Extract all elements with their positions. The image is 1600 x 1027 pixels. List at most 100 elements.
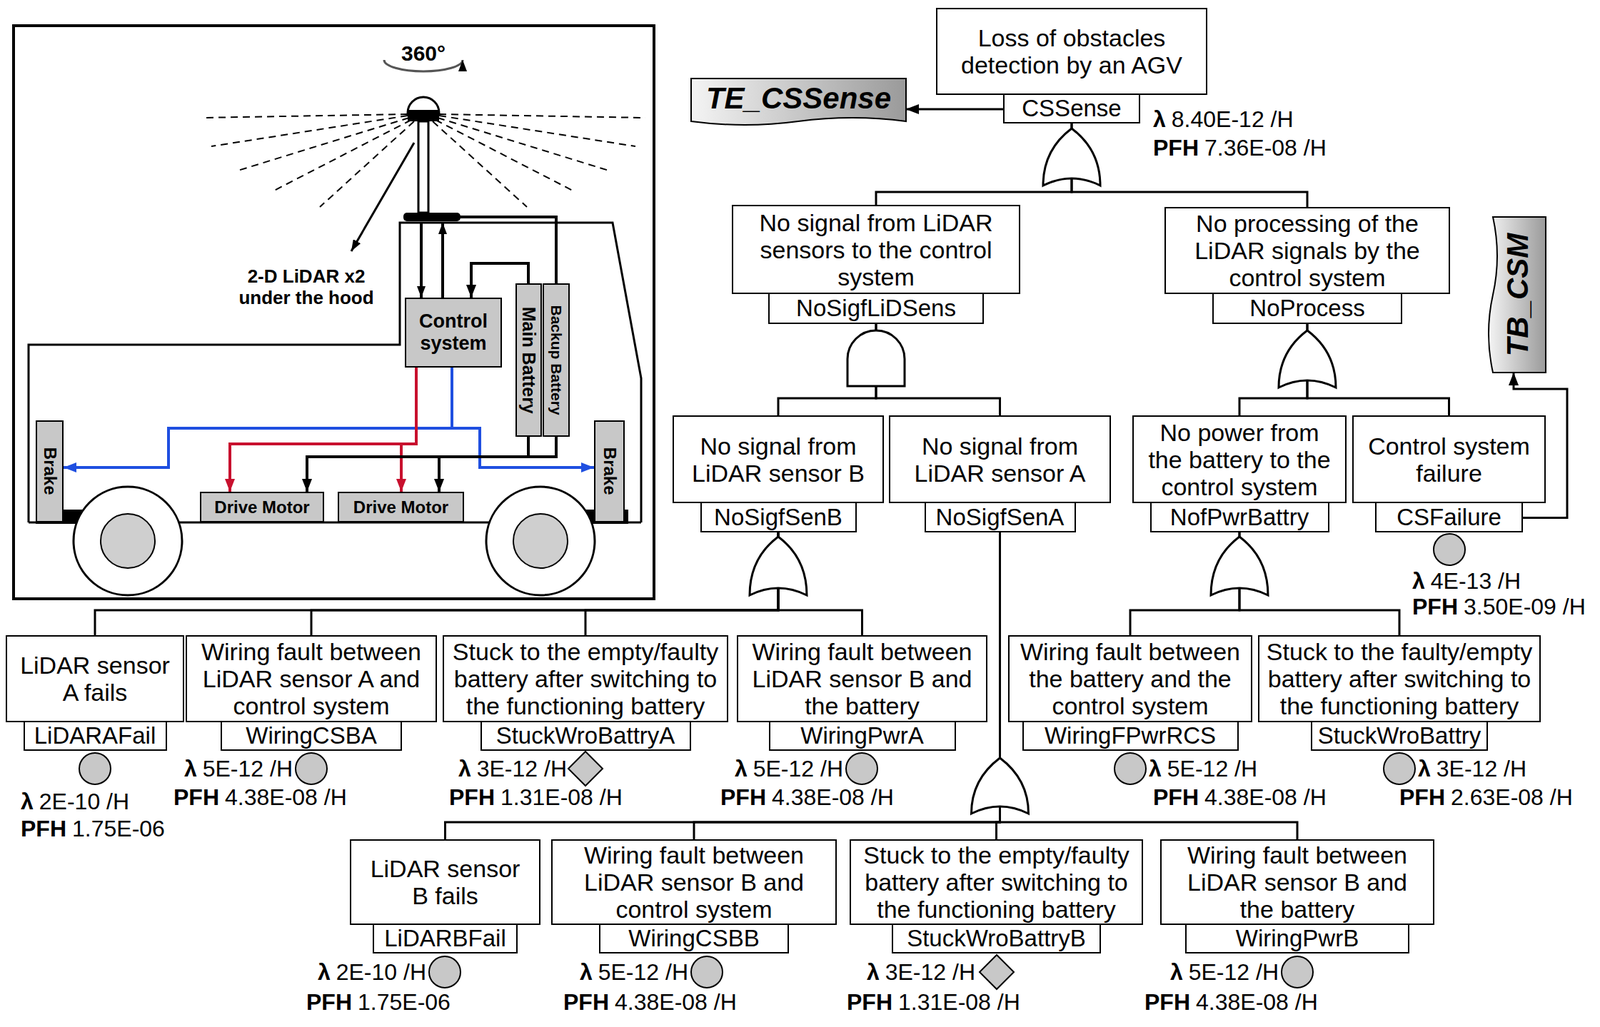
or-gate: [971, 758, 1029, 814]
event-description-box: Stuck to the empty/faulty battery after …: [442, 635, 729, 723]
part-label: Drive Motor: [214, 497, 310, 518]
rate-value: 4.38E-08 /H: [1195, 989, 1318, 1016]
event-id: NofPwrBattry: [1170, 504, 1309, 531]
rate-value: 4E-13 /H: [1430, 568, 1521, 595]
event-text: Wiring fault between LiDAR sensor B and …: [1171, 841, 1423, 924]
rate-value: 4.38E-08 /H: [224, 784, 347, 811]
rate-row: λ2E-10 /H: [317, 960, 427, 985]
rate-row: PFH4.38E-08 /H: [1144, 990, 1318, 1015]
event-description-box: Wiring fault between the battery and the…: [1008, 635, 1253, 723]
rate-key: PFH: [1153, 784, 1199, 811]
lidar-beam: [435, 119, 575, 192]
event-text: Stuck to the faulty/empty battery after …: [1265, 638, 1534, 720]
event-id: StuckWroBattry: [1317, 723, 1482, 749]
event-id: CSFailure: [1396, 504, 1502, 531]
basic-event-circle: [691, 956, 723, 989]
or-gate: [1043, 128, 1101, 186]
event-id: StuckWroBattryA: [496, 723, 676, 749]
event-text: Wiring fault between LiDAR sensor A and …: [197, 638, 426, 720]
rate-row: λ3E-12 /H: [458, 756, 567, 782]
connector: [94, 532, 779, 636]
rate-row: λ2E-10 /H: [20, 789, 130, 814]
event-text: Stuck to the empty/faulty battery after …: [449, 638, 722, 720]
part-label: Brake: [39, 447, 59, 496]
event-text: No power from the battery to the control…: [1143, 419, 1336, 501]
rate-value: 3.50E-09 /H: [1463, 594, 1586, 620]
connector: [63, 367, 452, 468]
rate-key: λ: [184, 756, 198, 782]
event-description-box: No signal from LiDAR sensors to the cont…: [731, 204, 1021, 295]
undeveloped-event-diamond: [568, 751, 603, 787]
rate-value: 2.63E-08 /H: [1450, 784, 1573, 811]
rate-row: PFH3.50E-09 /H: [1412, 594, 1586, 620]
rate-row: λ5E-12 /H: [1170, 960, 1279, 985]
event-id-box: NofPwrBattry: [1150, 503, 1330, 533]
rate-row: PFH4.38E-08 /H: [563, 990, 737, 1015]
connector: [401, 367, 417, 492]
rate-value: 2E-10 /H: [39, 788, 130, 815]
fault-event: No signal from LiDAR sensor B NoSigfSenB: [672, 415, 884, 533]
or-gate: [1278, 330, 1336, 388]
basic-event-circle: [1281, 956, 1313, 989]
wheel: [73, 486, 183, 596]
rate-key: PFH: [1399, 784, 1446, 811]
connector: [439, 436, 529, 492]
rate-row: λ5E-12 /H: [184, 756, 293, 782]
part-label: Main Battery: [519, 306, 540, 414]
transfer-in-symbol: TB_CSM: [1481, 217, 1546, 373]
connector: [307, 436, 529, 492]
or-gate: [749, 536, 807, 596]
event-id-box: NoSigfSenB: [700, 503, 857, 533]
signal-wire: [441, 222, 445, 298]
lidar-pole: [418, 121, 429, 213]
rate-row: PFH4.38E-08 /H: [720, 785, 894, 810]
rate-value: 4.38E-08 /H: [1204, 784, 1327, 811]
sensor-callout: 2-D LiDAR x2 under the hood: [238, 265, 374, 309]
rate-value: 5E-12 /H: [1188, 959, 1279, 986]
connector: [693, 532, 1001, 840]
event-text: Loss of obstacles detection by an AGV: [947, 24, 1196, 79]
event-description-box: No signal from LiDAR sensor B: [672, 415, 884, 504]
event-description-box: No processing of the LiDAR signals by th…: [1164, 207, 1451, 295]
event-description-box: Wiring fault between LiDAR sensor B and …: [736, 635, 988, 723]
rate-row: λ3E-12 /H: [866, 960, 976, 985]
rate-key: PFH: [1412, 594, 1458, 620]
vehicle-part: Drive Motor: [337, 491, 465, 523]
transfer-outline: [691, 78, 907, 125]
rate-key: PFH: [306, 989, 352, 1016]
event-id-box: LiDARAFail: [23, 722, 168, 752]
event-text: No signal from LiDAR sensor B: [683, 432, 873, 487]
event-description-box: Wiring fault between LiDAR sensor B and …: [551, 839, 837, 926]
event-text: Wiring fault between LiDAR sensor B and …: [748, 638, 976, 720]
event-id: LiDARBFail: [384, 926, 507, 952]
event-text: Wiring fault between the battery and the…: [1016, 638, 1244, 720]
rate-row: PFH1.75E-06: [306, 990, 451, 1015]
event-id-box: WiringPwrA: [768, 722, 957, 752]
rate-row: λ5E-12 /H: [734, 756, 844, 782]
illustration-frame: [13, 25, 654, 600]
rate-row: PFH1.31E-08 /H: [846, 990, 1021, 1015]
rate-value: 1.75E-06: [357, 989, 451, 1016]
rate-row: PFH2.63E-08 /H: [1399, 785, 1573, 810]
rate-key: λ: [734, 756, 748, 782]
vehicle-part: Backup Battery: [542, 283, 570, 437]
rate-value: 3E-12 /H: [885, 959, 976, 986]
event-description-box: Stuck to the faulty/empty battery after …: [1258, 635, 1541, 723]
power-wire: [460, 217, 557, 284]
fault-event: Wiring fault between LiDAR sensor B and …: [551, 839, 837, 954]
wheel-hub: [100, 514, 155, 569]
vehicle-part: Main Battery: [515, 283, 542, 437]
undeveloped-event-diamond: [979, 955, 1014, 990]
fault-event: LiDAR sensor B failsLiDARBFail: [349, 839, 541, 954]
basic-event-circle: [1383, 753, 1416, 785]
event-id: WiringFPwrRCS: [1044, 723, 1216, 749]
basic-event-circle: [79, 753, 111, 785]
lidar-beam: [201, 114, 408, 118]
power-wire: [528, 436, 557, 457]
event-text: Control system failure: [1363, 432, 1535, 487]
basic-event-circle: [846, 753, 878, 785]
rate-key: λ: [1417, 756, 1431, 782]
rate-row: PFH7.36E-08 /H: [1153, 135, 1327, 160]
basic-event-circle: [429, 956, 461, 989]
wheel-hub: [513, 514, 568, 569]
